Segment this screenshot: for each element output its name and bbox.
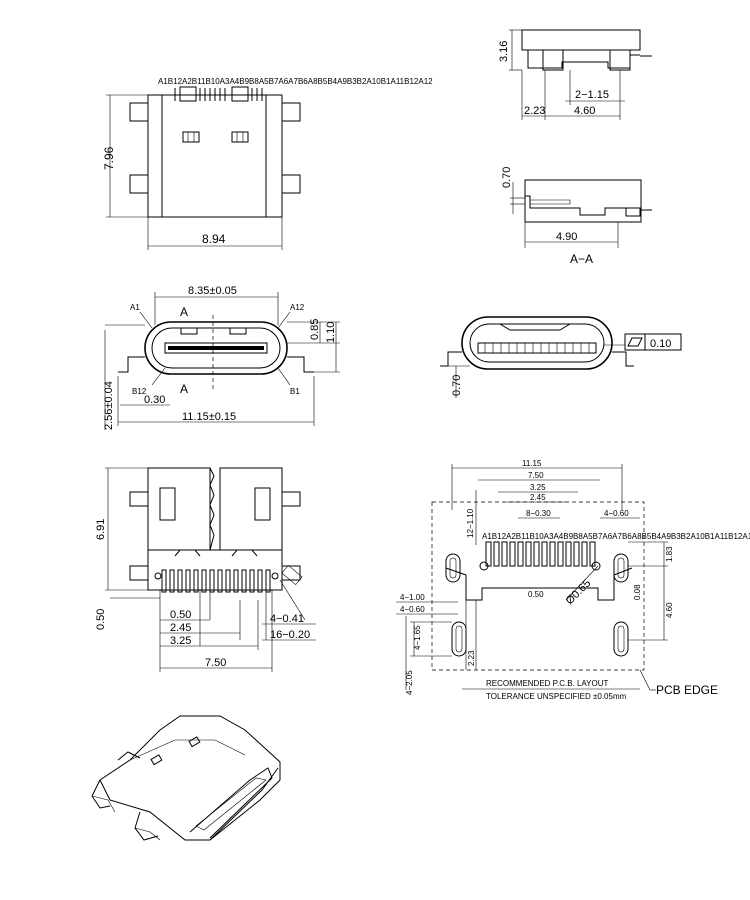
section-marker-bottom: A xyxy=(180,382,188,396)
pcb-note2: TOLERANCE UNSPECIFIED ±0.05mm xyxy=(486,692,627,701)
rear-view: 0.70 0.10 xyxy=(440,316,682,398)
top-view-height: 7.96 xyxy=(102,146,116,170)
pcb-d4100: 4−1.00 xyxy=(400,593,425,602)
pin-a1: A1 xyxy=(130,303,140,312)
pcb-d245: 2.45 xyxy=(530,493,546,502)
top-view: A1B12A2B11B10A3A4B9B8A5B7A6A7B6A8B5B4A9B… xyxy=(102,77,433,250)
bottom-offset: 0.50 xyxy=(95,609,107,630)
bottom-height: 6.91 xyxy=(95,519,107,540)
rear-thickness: 0.70 xyxy=(451,375,463,396)
pcb-layout: 11.15 7.50 3.25 2.45 8−0.30 4−0.60 12−1.… xyxy=(396,459,750,701)
side-view-pitch: 2−1.15 xyxy=(575,89,609,101)
section-marker-top: A xyxy=(180,305,188,319)
front-dim-256: 2.56±0.04 xyxy=(103,381,115,430)
pcb-d4060: 4−0.60 xyxy=(400,605,425,614)
front-view: 8.35±0.05 A A A1 A12 B12 B1 0.85 1.10 xyxy=(103,285,340,430)
pcb-pin-row: A1B12A2B11B10A3A4B9B8A5B7A6A7B6A8B5B4A9B… xyxy=(482,532,750,541)
section-label: A−A xyxy=(570,252,593,266)
pcb-dia: Ø0.65 xyxy=(564,577,594,607)
side-view-height: 3.16 xyxy=(498,41,510,62)
pcb-d183: 1.83 xyxy=(665,546,674,562)
section-view: 0.70 4.90 A−A xyxy=(501,167,652,266)
pcb-note1: RECOMMENDED P.C.B. LAYOUT xyxy=(486,679,609,688)
side-view-span-b: 4.60 xyxy=(574,105,595,117)
pcb-d750: 7.50 xyxy=(528,471,544,480)
bottom-d441: 4−0.41 xyxy=(270,613,304,625)
side-view-span-a: 2.23 xyxy=(524,105,545,117)
front-dim-030: 0.30 xyxy=(144,394,165,406)
section-thickness: 0.70 xyxy=(501,167,513,188)
pcb-d12: 12−1.10 xyxy=(466,508,475,538)
bottom-d750: 7.50 xyxy=(205,657,226,669)
pin-a12: A12 xyxy=(290,303,305,312)
top-view-pin-row: A1B12A2B11B10A3A4B9B8A5B7A6A7B6A8B5B4A9B… xyxy=(158,77,433,86)
pcb-d205: 4−2.05 xyxy=(405,670,414,695)
front-overall: 11.15±0.15 xyxy=(182,411,236,423)
pcb-d165: 4−1.65 xyxy=(413,625,422,650)
bottom-view: 6.91 0.50 0.50 2.45 3.25 7.50 4−0.41 16−… xyxy=(95,467,316,672)
pcb-d008: 0.08 xyxy=(633,584,642,600)
front-dim-110: 1.10 xyxy=(325,322,337,343)
top-view-width: 8.94 xyxy=(202,232,226,246)
pin-b12: B12 xyxy=(132,387,147,396)
pcb-d830: 8−0.30 xyxy=(526,509,551,518)
front-width: 8.35±0.05 xyxy=(188,285,237,297)
pcb-edge-label: PCB EDGE xyxy=(656,683,718,697)
pcb-d325: 3.25 xyxy=(530,483,546,492)
bottom-d050: 0.50 xyxy=(170,609,191,621)
pcb-d050: 0.50 xyxy=(528,590,544,599)
side-view: 3.16 2−1.15 2.23 4.60 xyxy=(498,29,652,120)
bottom-d325: 3.25 xyxy=(170,635,191,647)
rear-flatness: 0.10 xyxy=(650,338,671,350)
pin-b1: B1 xyxy=(290,387,300,396)
pcb-d460pad: 4−0.60 xyxy=(604,509,629,518)
pcb-d223: 2.23 xyxy=(467,650,476,666)
pcb-d460: 4.60 xyxy=(665,602,674,618)
bottom-d1620: 16−0.20 xyxy=(270,629,310,641)
section-length: 4.90 xyxy=(556,231,577,243)
isometric-view xyxy=(91,715,281,841)
pcb-d1115: 11.15 xyxy=(522,459,542,468)
front-dim-085: 0.85 xyxy=(309,319,321,340)
bottom-d245: 2.45 xyxy=(170,622,191,634)
